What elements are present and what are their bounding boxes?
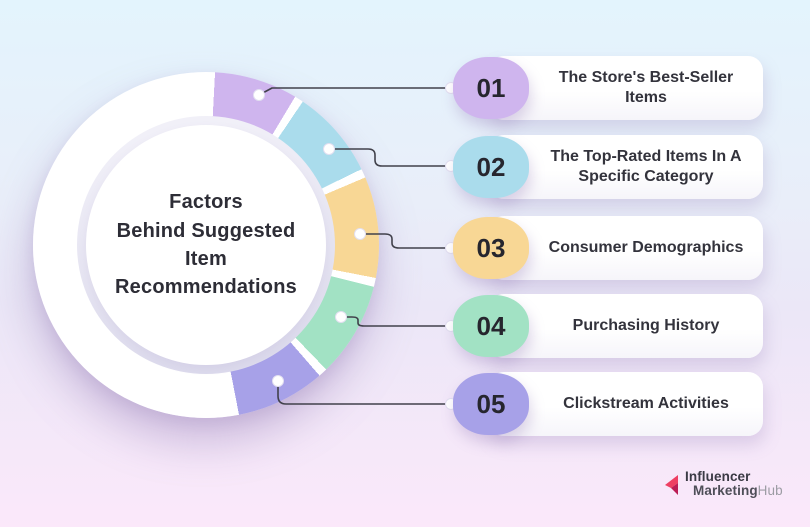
item-number-badge: 05 [453, 373, 529, 435]
item-label: The Top-Rated Items In A Specific Catego… [550, 148, 742, 185]
list-item-5: Clickstream Activities 05 [453, 370, 763, 438]
connector-line-3 [359, 233, 452, 249]
item-card: The Store's Best-Seller Items [489, 56, 763, 120]
item-card: Purchasing History [489, 294, 763, 358]
list-item-3: Consumer Demographics 03 [453, 214, 763, 282]
brand-name-hub: Hub [757, 482, 783, 498]
item-number-badge: 02 [453, 136, 529, 198]
brand-logo-text: Influencer MarketingHub [685, 470, 783, 498]
item-card: Clickstream Activities [489, 372, 763, 436]
item-number-badge: 03 [453, 217, 529, 279]
infographic-title: Factors Behind Suggested Item Recommenda… [115, 191, 297, 299]
connector-dot [354, 228, 366, 240]
item-label: Purchasing History [572, 317, 720, 334]
brand-name-marketing: Marketing [693, 482, 758, 498]
connector-line-5 [277, 381, 452, 405]
connector-dot [272, 375, 284, 387]
item-card: The Top-Rated Items In A Specific Catego… [489, 135, 763, 199]
connector-dot [253, 89, 265, 101]
connector-dot [323, 143, 335, 155]
list-item-1: The Store's Best-Seller Items 01 [453, 54, 763, 122]
donut-center-circle: Factors Behind Suggested Item Recommenda… [86, 125, 326, 365]
item-number-badge: 01 [453, 57, 529, 119]
connector-line-2 [328, 148, 452, 167]
item-label: Clickstream Activities [563, 395, 729, 412]
item-label: Consumer Demographics [548, 239, 744, 256]
item-card: Consumer Demographics [489, 216, 763, 280]
brand-name-line1: Influencer [685, 469, 751, 484]
influencer-marketinghub-icon [665, 475, 678, 495]
list-item-4: Purchasing History 04 [453, 292, 763, 360]
brand-logo: Influencer MarketingHub [664, 470, 783, 499]
connector-dot [335, 311, 347, 323]
item-number-badge: 04 [453, 295, 529, 357]
brand-name-line2: MarketingHub [693, 482, 783, 498]
connector-line-4 [340, 316, 452, 327]
connector-line-1 [258, 87, 452, 96]
item-label: The Store's Best-Seller Items [558, 69, 734, 106]
list-item-2: The Top-Rated Items In A Specific Catego… [453, 133, 763, 201]
